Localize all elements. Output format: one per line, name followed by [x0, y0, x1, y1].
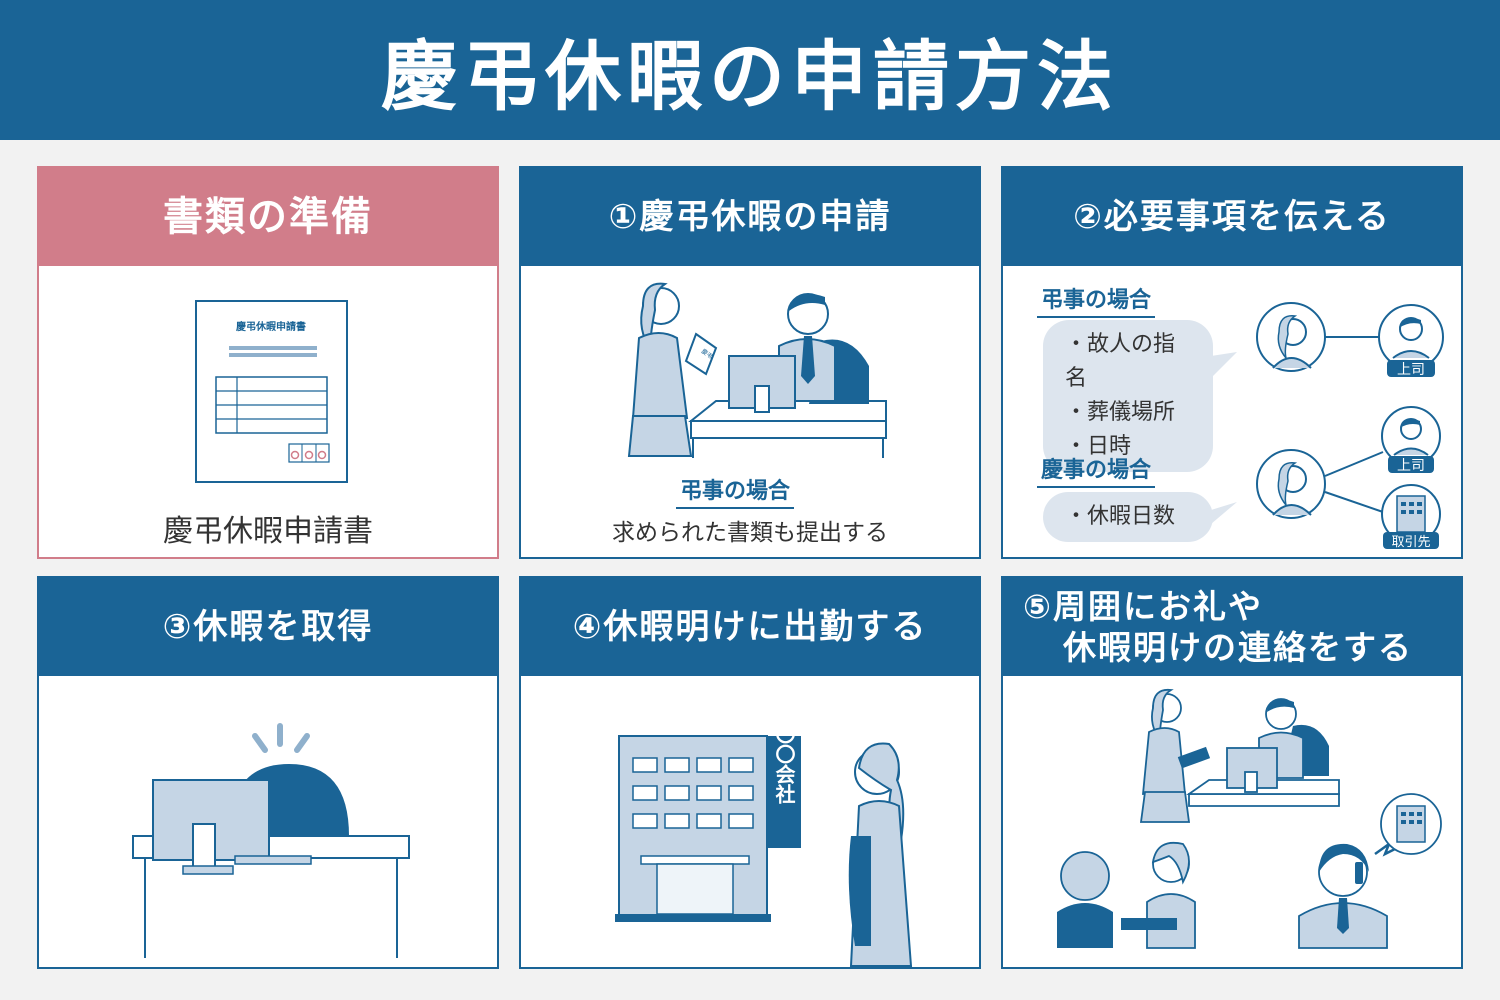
card-header: ②必要事項を伝える	[1003, 168, 1461, 266]
celebration-item: 休暇日数	[1065, 500, 1191, 534]
card-caption: 慶弔休暇申請書	[163, 514, 373, 549]
condolence-item: 故人の指名	[1065, 328, 1191, 396]
card-step5-thanks-and-contact: ⑤周囲にお礼や 休暇明けの連絡をする	[1001, 576, 1463, 969]
condolence-label: 弔事の場合	[1037, 282, 1156, 318]
form-title: 慶弔休暇申請書	[236, 320, 306, 333]
card-body: 慶弔休暇申請書 慶弔休暇申請書	[39, 266, 497, 557]
celebration-bubble: 休暇日数	[1043, 492, 1213, 542]
card-body: 慶弔 弔事の場合 求められた書類も提出する	[521, 266, 979, 557]
empty-desk-illustration	[132, 723, 410, 958]
contact-network-illustration: 上司 上司 取引先	[1211, 302, 1444, 550]
company-sign: 〇〇会社	[772, 724, 796, 805]
card-header-line1: ⑤周囲にお礼や	[1023, 586, 1263, 626]
card-body: 弔事の場合 故人の指名 葬儀場所 日時 慶事の場合 休暇日数	[1003, 266, 1461, 557]
boss-label: 上司	[1397, 362, 1425, 378]
card-body: 〇〇会社	[521, 676, 979, 967]
card-header: ⑤周囲にお礼や 休暇明けの連絡をする	[1003, 578, 1461, 676]
office-building-illustration: 〇〇会社	[615, 724, 913, 967]
application-form-illustration: 慶弔休暇申請書	[195, 300, 348, 483]
condition-label: 弔事の場合	[676, 473, 795, 509]
card-header: ④休暇明けに出勤する	[521, 578, 979, 676]
card-step2-inform: ②必要事項を伝える 弔事の場合 故人の指名 葬儀場所 日時 慶事の場合 休暇日数	[1001, 166, 1463, 559]
card-step4-return-to-work: ④休暇明けに出勤する 〇〇会社	[519, 576, 981, 969]
card-header: ③休暇を取得	[39, 578, 497, 676]
celebration-label: 慶事の場合	[1037, 452, 1156, 488]
card-header: 書類の準備	[39, 168, 497, 266]
boss-label: 上司	[1397, 458, 1425, 474]
title-banner: 慶弔休暇の申請方法	[0, 0, 1500, 140]
card-header-line2: 休暇明けの連絡をする	[1063, 628, 1413, 667]
card-body	[1003, 676, 1461, 967]
card-step3-take-leave: ③休暇を取得	[37, 576, 499, 969]
card-body	[39, 676, 497, 967]
condolence-item: 日時	[1065, 430, 1191, 464]
communication-illustration	[1057, 688, 1442, 949]
client-label: 取引先	[1391, 535, 1430, 550]
condolence-item: 葬儀場所	[1065, 396, 1191, 430]
card-document-prep: 書類の準備 慶弔休暇申請書 慶弔休暇申請書	[37, 166, 499, 559]
card-step1-application: ①慶弔休暇の申請 慶弔 弔事の場合 求められた書類も提出する	[519, 166, 981, 559]
card-caption: 求められた書類も提出する	[612, 520, 888, 546]
page-title: 慶弔休暇の申請方法	[381, 32, 1119, 121]
submission-illustration: 慶弔	[627, 282, 887, 458]
card-header: ①慶弔休暇の申請	[521, 168, 979, 266]
condolence-bubble: 故人の指名 葬儀場所 日時	[1043, 320, 1213, 472]
